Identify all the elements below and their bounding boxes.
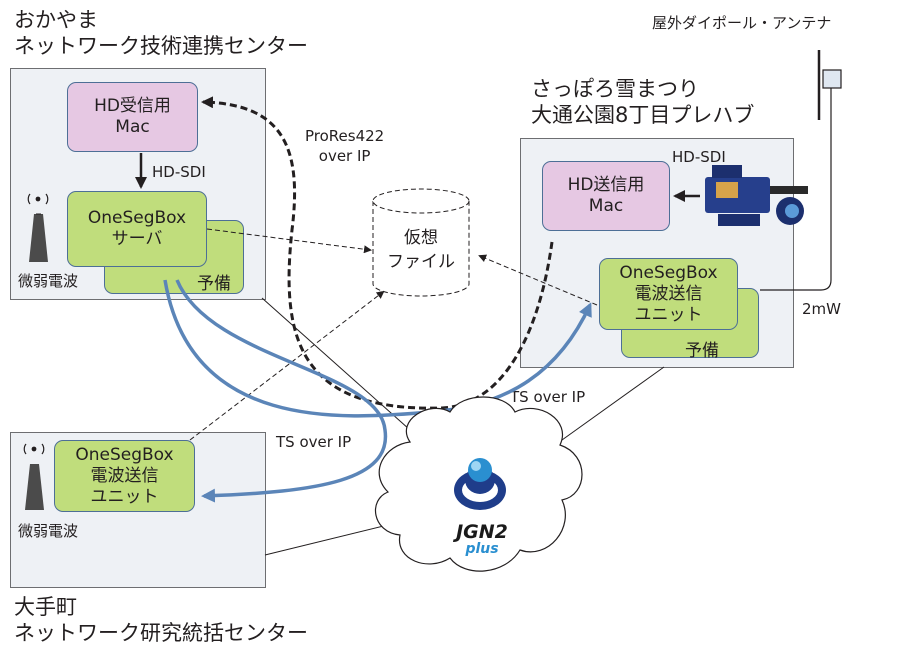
otemachi-unit-line1: OneSegBox bbox=[75, 444, 174, 465]
virtual-file-cylinder bbox=[372, 188, 470, 297]
otemachi-onesegbox-unit: OneSegBox 電波送信 ユニット bbox=[54, 440, 195, 512]
onesegbox-server-label: OneSegBox bbox=[87, 208, 187, 228]
virtual-file-line1: 仮想 bbox=[404, 228, 438, 248]
otemachi-title-line1: 大手町 bbox=[14, 595, 77, 619]
ts-over-ip-label-right: TS over IP bbox=[510, 388, 586, 406]
antenna-tower-icon bbox=[23, 443, 45, 510]
power-label: 2mW bbox=[802, 300, 841, 318]
sapporo-title-line1: さっぽろ雪まつり bbox=[531, 77, 699, 101]
jgn2-text: JGN2 bbox=[456, 521, 508, 543]
sapporo-unit-line3: ユニット bbox=[634, 304, 703, 325]
okayama-title: おかやま ネットワーク技術連携センター bbox=[14, 7, 308, 59]
link-otemachi-jgn bbox=[264, 521, 401, 556]
link-sapporo-jgn bbox=[561, 366, 665, 441]
otemachi-title-line2: ネットワーク研究統括センター bbox=[14, 621, 308, 645]
otemachi-unit-line3: ユニット bbox=[90, 486, 159, 507]
otemachi-to-file-arrow bbox=[189, 290, 385, 441]
ts-flow-to-sapporo bbox=[163, 279, 592, 418]
okayama-title-line2: ネットワーク技術連携センター bbox=[14, 34, 308, 58]
prores-label: ProRes422 over IP bbox=[305, 126, 384, 166]
sapporo-unit-line2: 電波送信 bbox=[634, 283, 703, 304]
hd-sender-mac: HD送信用 Mac bbox=[542, 161, 670, 231]
virtual-file-line2: ファイル bbox=[387, 252, 455, 272]
sapporo-onesegbox-unit: OneSegBox 電波送信 ユニット bbox=[599, 258, 738, 330]
okayama-hdsdi-label: HD-SDI bbox=[152, 163, 206, 181]
onesegbox-server: OneSegBox サーバ bbox=[67, 191, 207, 267]
sapporo-hdsdi-label: HD-SDI bbox=[672, 148, 726, 166]
antenna-tower-icon bbox=[27, 193, 49, 262]
prores-label-line2: over IP bbox=[318, 147, 371, 165]
hd-receiver-mac-sub: Mac bbox=[115, 117, 150, 137]
ts-over-ip-label-left: TS over IP bbox=[276, 433, 352, 451]
sapporo-title-line2: 大通公園8丁目プレハブ bbox=[531, 103, 755, 127]
sapporo-unit-line1: OneSegBox bbox=[619, 262, 718, 283]
sapporo-title: さっぽろ雪まつり 大通公園8丁目プレハブ bbox=[531, 76, 754, 128]
jgn2-logo-text: JGN2 plus bbox=[446, 522, 518, 556]
okayama-title-line1: おかやま bbox=[14, 8, 98, 32]
prores-label-line1: ProRes422 bbox=[305, 127, 385, 145]
link-okayama-jgn bbox=[261, 297, 429, 447]
server-to-file-arrow bbox=[206, 228, 372, 254]
okayama-weak-wave-label: 微弱電波 bbox=[18, 272, 79, 290]
hd-sender-mac-sub: Mac bbox=[588, 196, 624, 216]
ts-flow-to-otemachi bbox=[175, 279, 388, 503]
otemachi-unit-line2: 電波送信 bbox=[90, 465, 159, 486]
plus-text: plus bbox=[465, 541, 499, 557]
sapporo-backup-label: 予備 bbox=[685, 341, 719, 361]
hd-receiver-mac: HD受信用 Mac bbox=[67, 82, 198, 152]
onesegbox-server-sub: サーバ bbox=[111, 229, 163, 249]
jgn2-logo bbox=[454, 458, 506, 510]
dipole-antenna-icon bbox=[760, 50, 842, 291]
hd-receiver-mac-label: HD受信用 bbox=[94, 96, 171, 116]
hd-sender-mac-label: HD送信用 bbox=[567, 175, 645, 195]
antenna-label: 屋外ダイポール・アンテナ bbox=[652, 14, 832, 32]
otemachi-title: 大手町 ネットワーク研究統括センター bbox=[14, 594, 308, 646]
otemachi-weak-wave-label: 微弱電波 bbox=[18, 522, 79, 540]
virtual-file-label: 仮想 ファイル bbox=[381, 226, 461, 274]
video-camera-icon bbox=[705, 165, 808, 226]
okayama-backup-label: 予備 bbox=[197, 274, 231, 294]
sapporo-to-file-arrow bbox=[478, 254, 598, 306]
prores-flow-curve bbox=[201, 96, 554, 410]
